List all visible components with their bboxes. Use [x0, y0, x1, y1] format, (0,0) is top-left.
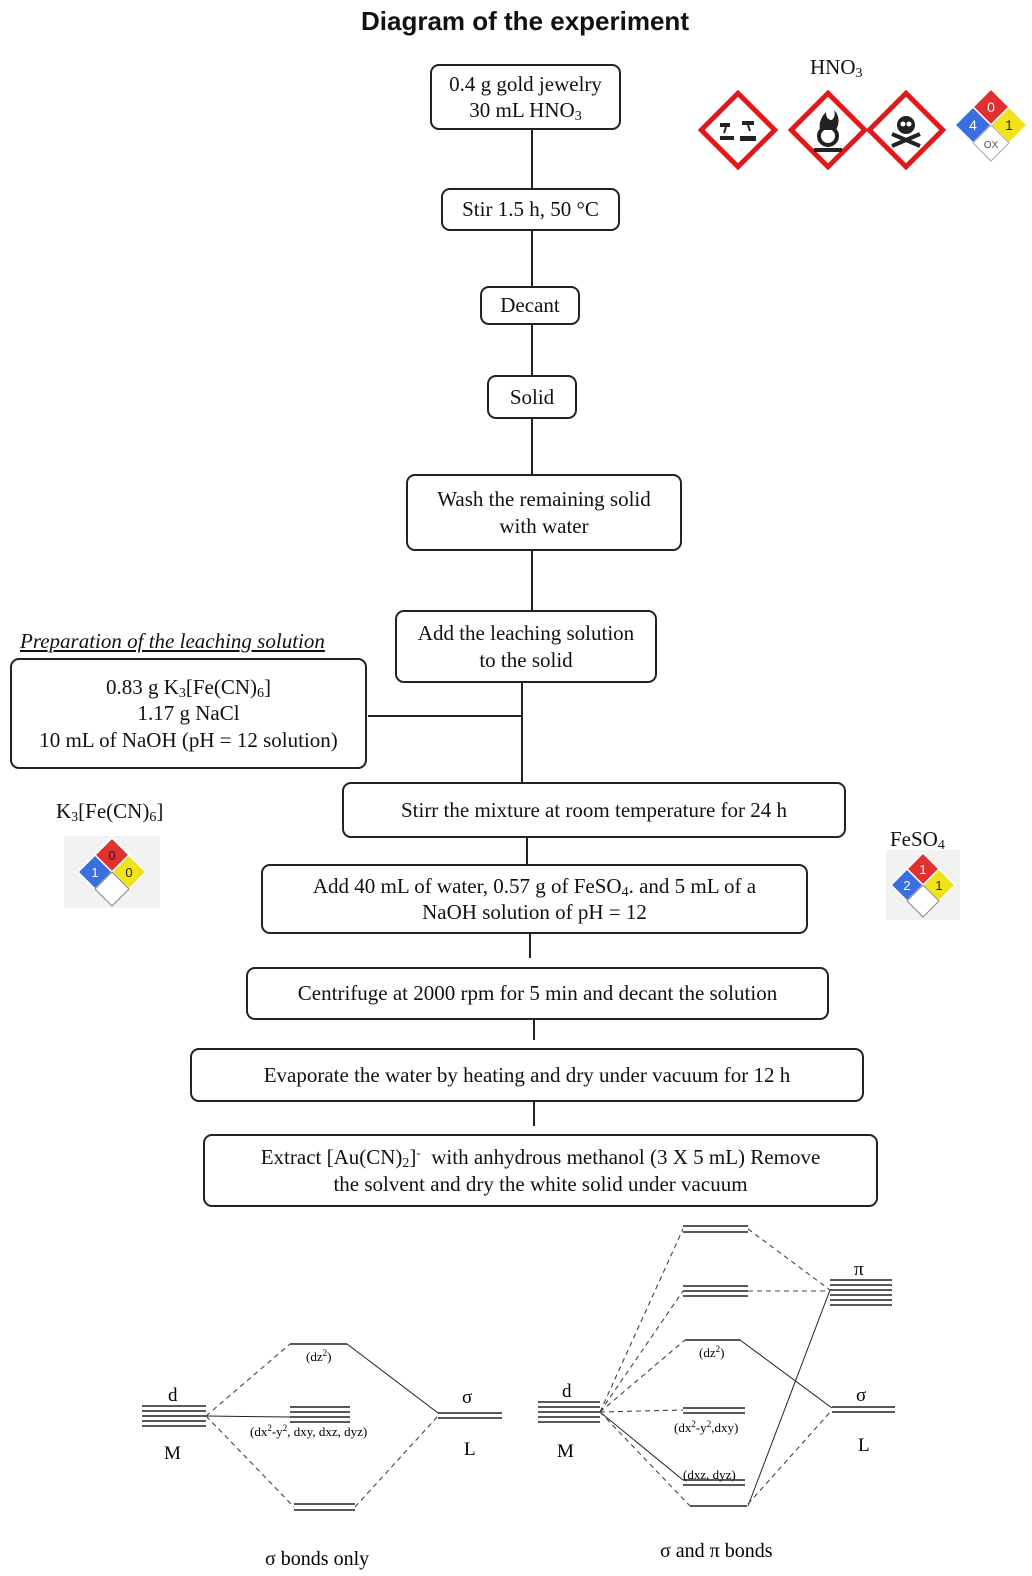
- leaching-line3: 10 mL of NaOH (pH = 12 solution): [39, 727, 338, 752]
- step-add-leaching-line2: to the solid: [479, 647, 573, 672]
- mo-right-diagram: d M π σ L (dz2) (dx2-y2,dxy) (dxz, dyz) …: [538, 1225, 895, 1562]
- mo-right-sigma: σ: [856, 1385, 866, 1406]
- step-stir: Stir 1.5 h, 50 °C: [441, 188, 620, 231]
- step-gold-jewelry: 0.4 g gold jewelry 30 mL HNO3: [430, 64, 621, 130]
- mo-left-sigma: σ: [462, 1387, 472, 1408]
- leaching-line2: 1.17 g NaCl: [137, 701, 240, 726]
- mo-right-l: L: [858, 1435, 870, 1456]
- hno3-flammability: 0: [987, 99, 995, 115]
- feso4-nfpa-diamond: 1 2 1: [886, 850, 960, 920]
- leaching-heading: Preparation of the leaching solution: [20, 629, 325, 653]
- step-gold-line2: 30 mL HNO3: [469, 98, 582, 124]
- mo-right-pi: π: [854, 1259, 864, 1280]
- feso4-label: FeSO4: [890, 827, 945, 853]
- step-extract-line1: Extract [Au(CN)2]- with anhydrous methan…: [260, 1145, 821, 1172]
- mo-right-caption: σ and π bonds: [660, 1540, 773, 1562]
- mo-left-diagram: d M σ L (dz2) (dx2-y2, dxy, dxz, dyz) σ …: [142, 1343, 502, 1570]
- hno3-instability: 1: [1005, 117, 1013, 133]
- feso4-flammability: 1: [919, 862, 926, 877]
- step-add-leaching-line1: Add the leaching solution: [417, 621, 635, 646]
- k3fe-nfpa-diamond: 0 1 0: [64, 836, 160, 908]
- feso4-instability: 1: [935, 878, 942, 893]
- mo-right-dxz-dyz: (dxz, dyz): [683, 1467, 736, 1482]
- mo-left-dz2: (dz2): [306, 1348, 331, 1364]
- step-decant-label: Decant: [500, 293, 560, 318]
- hno3-health: 4: [969, 117, 977, 133]
- skull-crossbones-icon: [865, 90, 947, 170]
- k3fe-label: K3[Fe(CN)6]: [56, 799, 164, 825]
- hno3-hazard-pictograms: [698, 90, 947, 170]
- step-add-leaching: Add the leaching solution to the solid: [395, 610, 657, 683]
- step-stirr-mixture: Stirr the mixture at room temperature fo…: [342, 782, 846, 838]
- step-evaporate: Evaporate the water by heating and dry u…: [190, 1048, 864, 1102]
- step-solid-label: Solid: [509, 384, 555, 409]
- step-stirr-label: Stirr the mixture at room temperature fo…: [400, 797, 788, 822]
- oxidizer-flame-icon: [787, 90, 869, 170]
- mo-right-d: d: [562, 1381, 572, 1402]
- k3fe-health: 1: [91, 865, 98, 880]
- step-wash: Wash the remaining solid with water: [406, 474, 682, 551]
- corrosion-icon: [698, 90, 779, 170]
- mo-left-l: L: [464, 1439, 476, 1460]
- step-evaporate-label: Evaporate the water by heating and dry u…: [263, 1062, 791, 1087]
- leaching-line1: 0.83 g K3[Fe(CN)6]: [105, 675, 272, 702]
- step-extract-line2: the solvent and dry the white solid unde…: [333, 1171, 748, 1196]
- feso4-health: 2: [903, 878, 910, 893]
- k3fe-instability: 0: [125, 865, 132, 880]
- step-wash-line2: with water: [499, 513, 589, 538]
- step-centrifuge-label: Centrifuge at 2000 rpm for 5 min and dec…: [297, 981, 778, 1006]
- step-stir-label: Stir 1.5 h, 50 °C: [462, 197, 599, 222]
- mo-left-d: d: [168, 1385, 178, 1406]
- hno3-special: OX: [984, 140, 999, 151]
- mo-left-m: M: [164, 1443, 181, 1464]
- step-solid: Solid: [487, 375, 577, 419]
- hno3-label: HNO3: [810, 55, 863, 81]
- step-centrifuge: Centrifuge at 2000 rpm for 5 min and dec…: [246, 967, 829, 1020]
- mo-right-dz2: (dz2): [699, 1344, 724, 1360]
- mo-right-dx2y2-dxy: (dx2-y2,dxy): [674, 1419, 738, 1435]
- page-title: Diagram of the experiment: [361, 6, 689, 36]
- mo-right-m: M: [557, 1441, 574, 1462]
- step-add-water-feso4: Add 40 mL of water, 0.57 g of FeSO4. and…: [261, 864, 808, 934]
- mo-left-caption: σ bonds only: [265, 1548, 369, 1570]
- mo-left-nonbonding: (dx2-y2, dxy, dxz, dyz): [250, 1423, 367, 1439]
- step-add-water-line1: Add 40 mL of water, 0.57 g of FeSO4. and…: [312, 873, 757, 900]
- step-extract: Extract [Au(CN)2]- with anhydrous methan…: [203, 1134, 878, 1207]
- hno3-nfpa-diamond: 0 4 1 OX: [953, 87, 1029, 162]
- k3fe-flammability: 0: [108, 848, 115, 863]
- leaching-solution-box: 0.83 g K3[Fe(CN)6] 1.17 g NaCl 10 mL of …: [10, 658, 367, 769]
- step-wash-line1: Wash the remaining solid: [437, 487, 651, 512]
- step-gold-line1: 0.4 g gold jewelry: [449, 71, 602, 96]
- step-decant: Decant: [480, 286, 580, 325]
- step-add-water-line2: NaOH solution of pH = 12: [422, 900, 647, 924]
